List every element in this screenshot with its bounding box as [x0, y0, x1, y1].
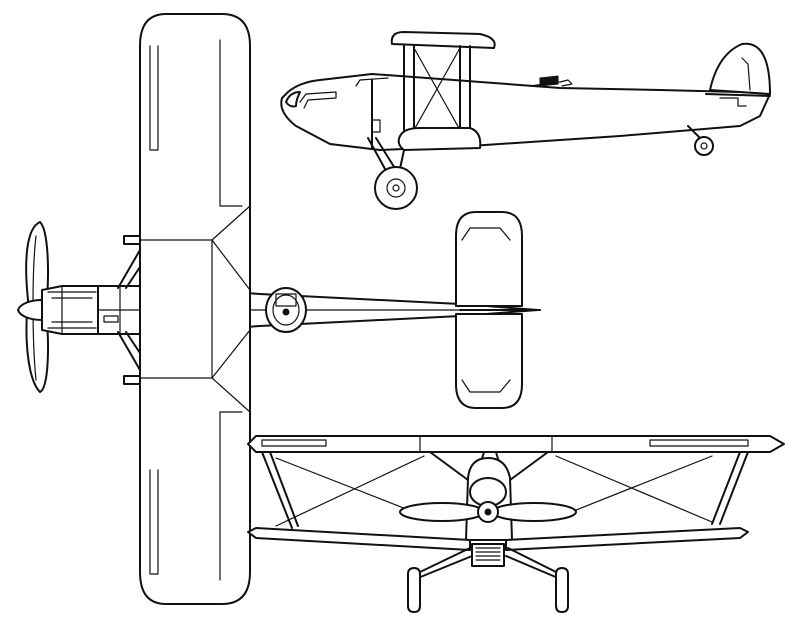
front-view [247, 435, 785, 613]
side-view [280, 31, 771, 210]
upper-wing-front [247, 435, 785, 453]
tailplane-top [455, 211, 541, 409]
top-view [17, 13, 541, 605]
upper-wing-side [390, 31, 496, 49]
landing-gear-side [367, 137, 418, 210]
engine-cowling-top [17, 285, 99, 335]
upper-wing-top [139, 13, 251, 605]
landing-gear-front [407, 547, 569, 613]
cockpit-top [265, 287, 307, 333]
tailwheel-side [687, 125, 714, 156]
fin-rudder-side [705, 42, 771, 107]
lower-wing-front [247, 527, 749, 551]
lower-wing-side [397, 127, 482, 151]
fuselage-front [399, 457, 577, 567]
cabane-struts-side [403, 45, 471, 133]
fuselage-side [280, 73, 771, 151]
